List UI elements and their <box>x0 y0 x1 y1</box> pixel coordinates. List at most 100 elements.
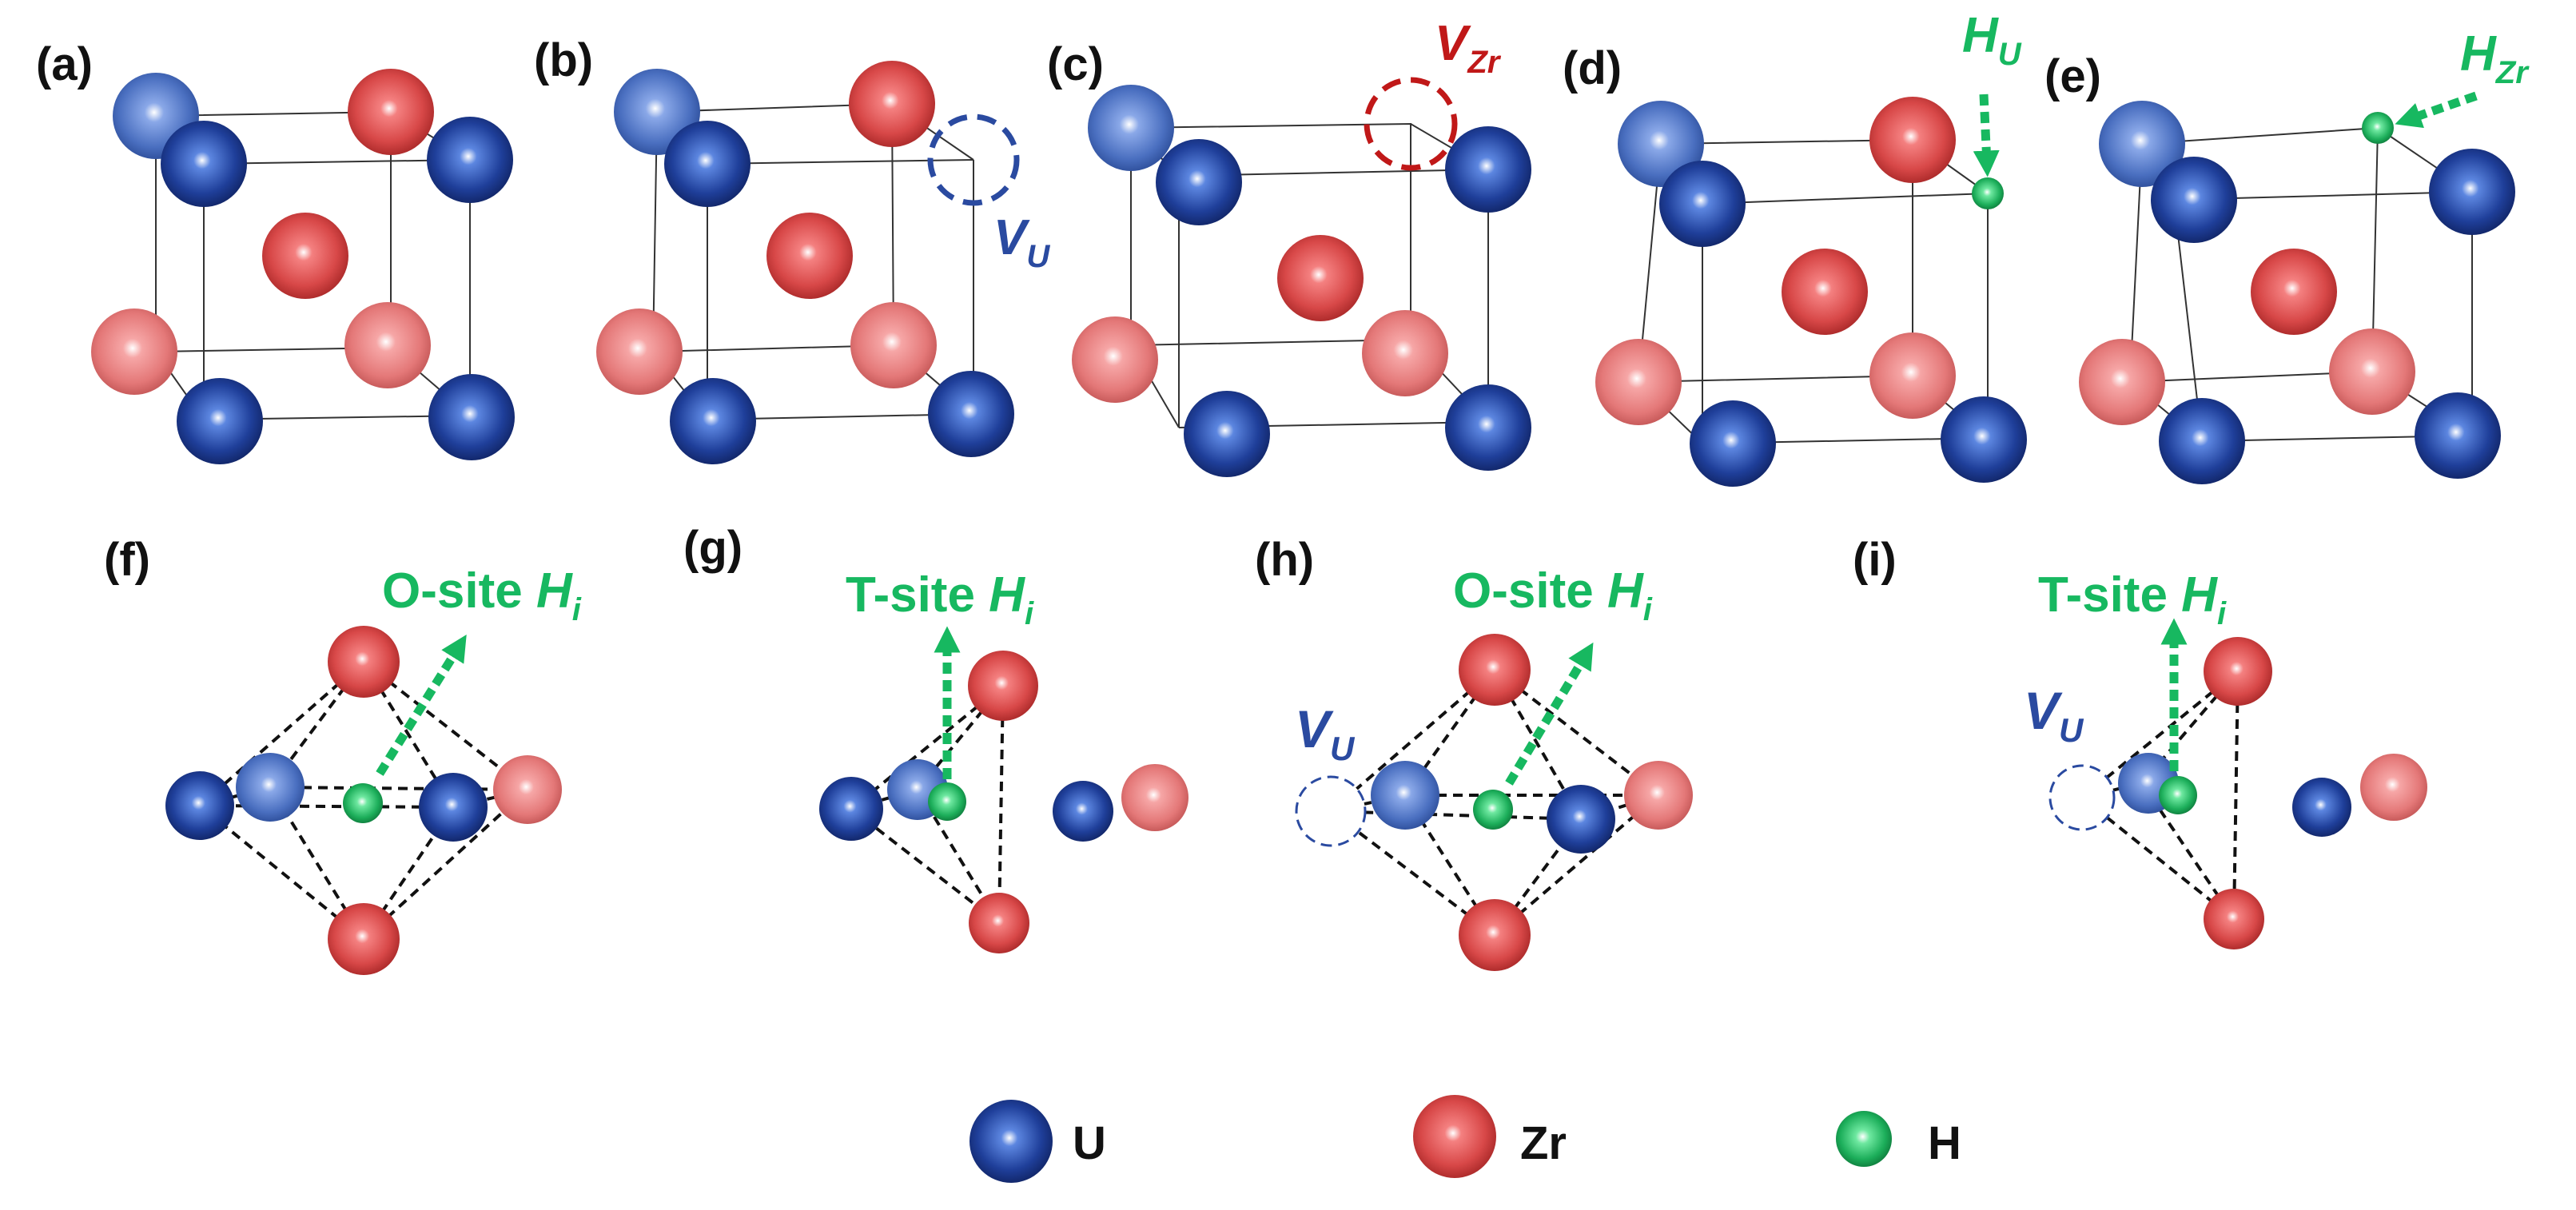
vacancy-u-label: VU <box>2024 681 2084 749</box>
u-atom <box>1659 161 1746 247</box>
u-atom <box>419 773 488 842</box>
legend-label-zr: Zr <box>1520 1117 1567 1169</box>
panel-label-h: (h) <box>1255 534 1314 586</box>
o-site-label: O-site Hi <box>382 563 582 627</box>
u-atom <box>1941 396 2027 483</box>
h-atom <box>928 782 966 821</box>
panel-h: (h) O-site Hi VU <box>1255 534 1693 971</box>
panel-c: (c) VZr <box>1047 16 1531 477</box>
panel-g: (g) T-site Hi <box>683 522 1188 953</box>
zr-atom <box>2251 249 2337 335</box>
zr-atom <box>1782 249 1868 335</box>
legend-label-h: H <box>1928 1117 1961 1169</box>
u-atom <box>2415 392 2501 479</box>
vacancy-u-label: VU <box>1295 699 1356 767</box>
u-atom <box>1371 761 1439 830</box>
h-atom <box>343 783 383 823</box>
u-atom <box>165 771 234 840</box>
h-on-u-label: HU <box>1962 8 2022 72</box>
panel-label-d: (d) <box>1563 42 1622 94</box>
h-atom <box>1473 790 1513 830</box>
zr-atom-swatch <box>1413 1095 1496 1178</box>
h-arrow <box>2395 91 2478 129</box>
panel-i: (i) T-site Hi VU <box>1853 534 2427 949</box>
zr-atom <box>968 651 1038 721</box>
h-arrow <box>376 635 467 776</box>
legend-item-zr: Zr <box>1413 1095 1567 1178</box>
u-atom <box>161 121 247 207</box>
zr-atom <box>348 69 434 155</box>
zr-atom <box>1624 761 1693 830</box>
panel-d: (d) HU <box>1563 8 2027 487</box>
zr-atom <box>596 308 683 395</box>
u-atom <box>1690 400 1776 487</box>
legend: U Zr H <box>969 1095 1961 1183</box>
u-atom <box>670 378 756 464</box>
panel-label-e: (e) <box>2044 50 2101 102</box>
u-atom <box>1547 785 1615 854</box>
h-arrow <box>1505 642 1594 786</box>
zr-atom <box>2329 328 2415 415</box>
h-atom <box>2362 112 2394 144</box>
panel-label-i: (i) <box>1853 534 1897 586</box>
panel-e: (e) HZr <box>2044 26 2530 484</box>
u-atom <box>664 121 751 207</box>
zr-atom <box>1121 764 1188 831</box>
zr-atom <box>766 213 853 299</box>
panel-label-g: (g) <box>683 522 743 574</box>
u-vacancy <box>927 113 1020 206</box>
panel-b: (b) VU <box>534 34 1050 464</box>
u-atom <box>1053 781 1113 842</box>
panel-label-b: (b) <box>534 34 593 86</box>
zr-atom <box>850 302 937 388</box>
u-atom <box>2292 778 2351 837</box>
u-atom <box>928 371 1014 457</box>
legend-label-u: U <box>1073 1117 1106 1169</box>
zr-atom <box>328 903 400 975</box>
zr-atom <box>2079 339 2165 425</box>
zr-atom <box>493 755 562 824</box>
zr-atom <box>2204 889 2264 949</box>
legend-item-u: U <box>969 1100 1106 1183</box>
u-vacancy <box>2048 764 2116 831</box>
vacancy-u-label: VU <box>993 210 1050 274</box>
u-atom <box>428 374 515 460</box>
zr-atom <box>1869 97 1956 183</box>
zr-atom <box>1459 634 1531 706</box>
legend-item-h: H <box>1836 1111 1961 1169</box>
panel-label-c: (c) <box>1047 38 1104 90</box>
panel-label-f: (f) <box>104 534 150 586</box>
zr-atom <box>1459 899 1531 971</box>
u-atom <box>1088 85 1174 171</box>
vacancy-zr-label: VZr <box>1435 16 1502 80</box>
u-atom <box>236 753 305 822</box>
zr-atom <box>262 213 348 299</box>
zr-atom <box>328 626 400 698</box>
t-site-label: T-site Hi <box>2038 567 2227 631</box>
zr-atom <box>91 308 177 395</box>
panel-label-a: (a) <box>36 38 93 90</box>
u-atom <box>819 777 883 841</box>
zr-atom <box>1869 332 1956 419</box>
u-atom <box>2159 398 2245 484</box>
u-atom <box>1184 391 1270 477</box>
u-atom <box>1445 126 1531 213</box>
u-atom <box>1156 139 1242 225</box>
o-site-label: O-site Hi <box>1453 563 1653 627</box>
panel-f: (f) O-site Hi <box>104 534 582 975</box>
zr-atom <box>1362 310 1448 396</box>
h-on-zr-label: HZr <box>2460 26 2530 90</box>
zr-atom <box>1595 339 1682 425</box>
h-atom <box>2159 776 2197 814</box>
u-atom <box>1618 101 1704 187</box>
zr-atom <box>1072 316 1158 403</box>
zr-atom <box>2204 637 2272 706</box>
u-atom <box>2429 149 2515 235</box>
h-arrow <box>1973 94 2000 177</box>
t-site-label: T-site Hi <box>846 567 1034 631</box>
zr-atom <box>969 893 1029 953</box>
h-atom <box>1972 177 2004 209</box>
u-vacancy <box>1295 775 1367 847</box>
u-atom <box>2099 101 2185 187</box>
